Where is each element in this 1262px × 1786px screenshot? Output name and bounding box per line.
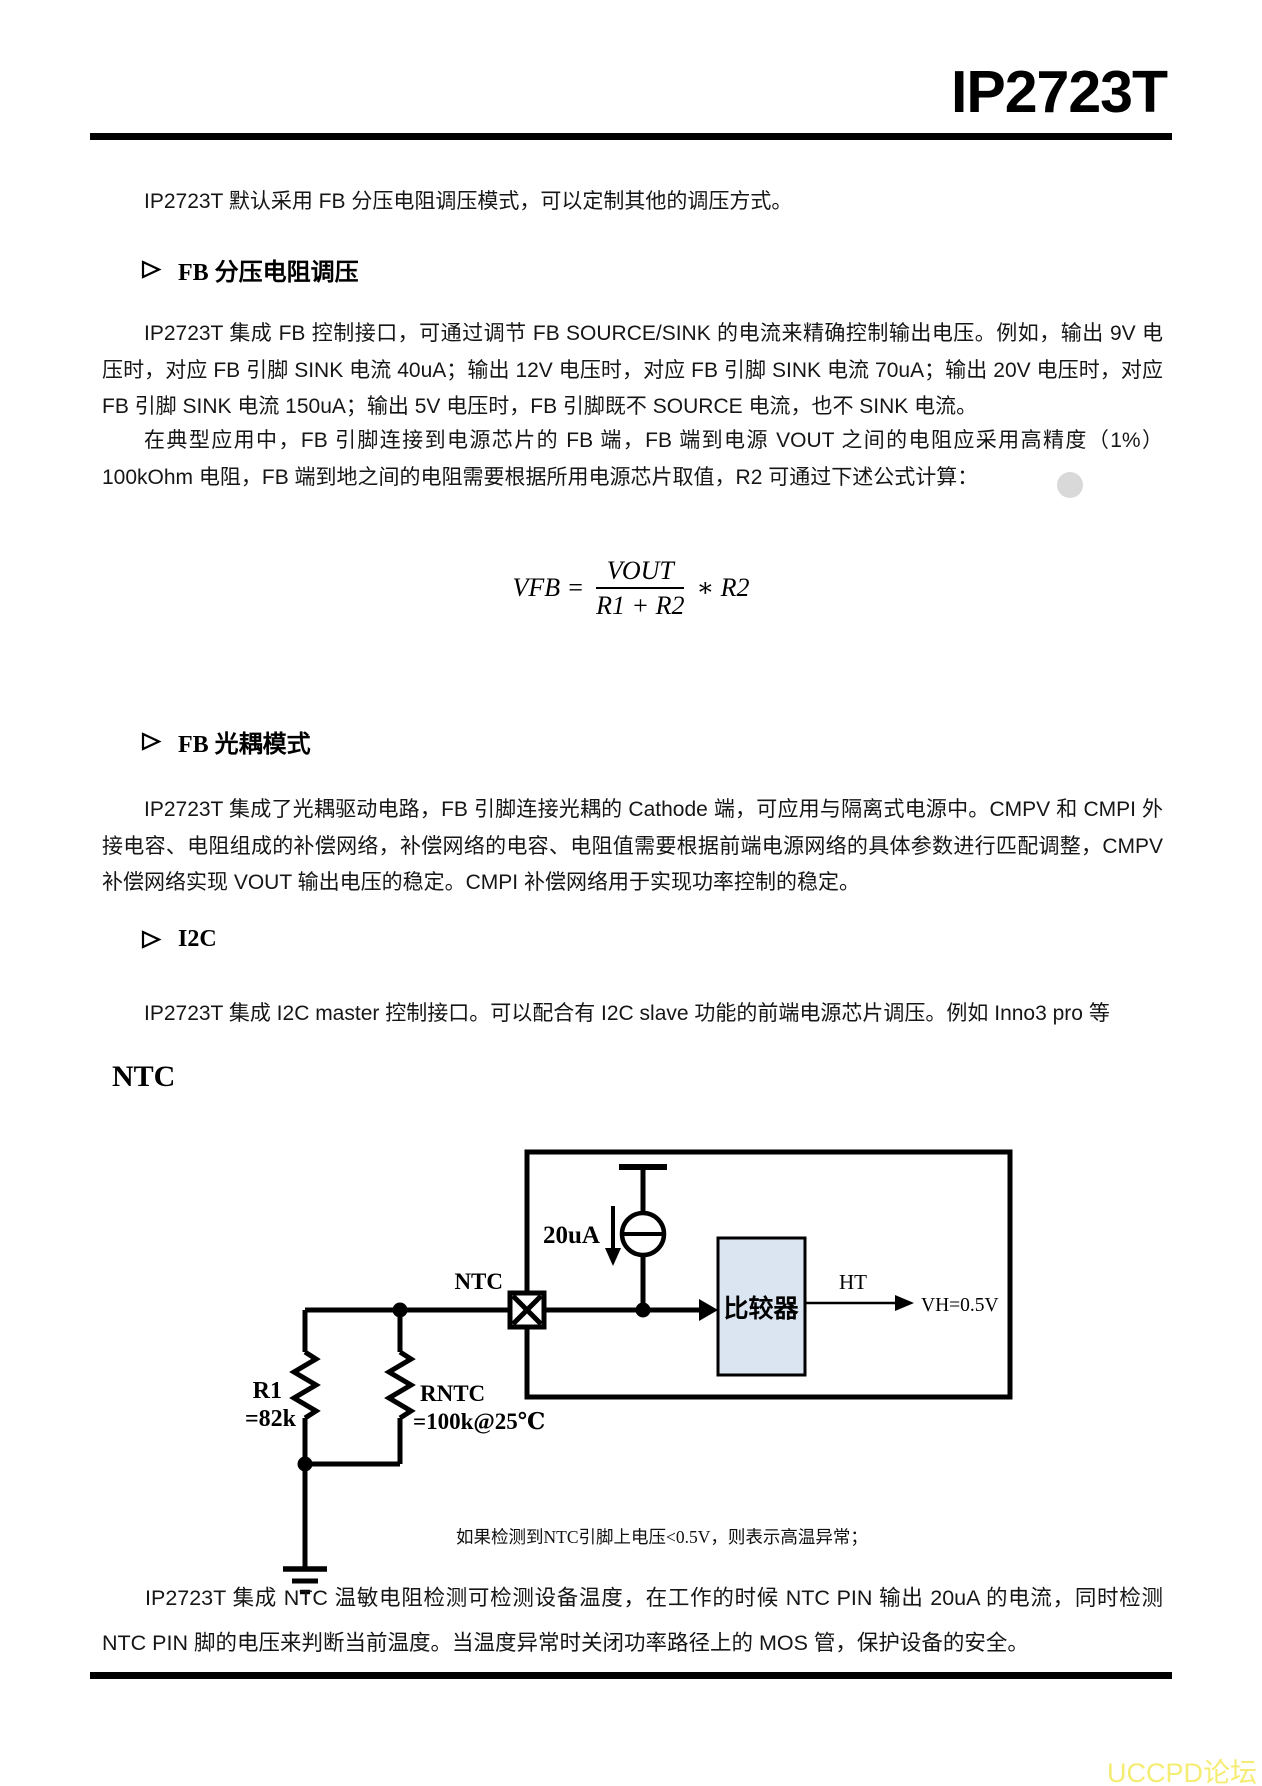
page-title: IP2723T <box>950 59 1168 125</box>
gray-dot-decoration <box>1057 472 1083 498</box>
chip-boundary <box>524 1149 1013 1400</box>
arrow-bullet-icon <box>141 260 162 279</box>
vfb-formula: VFB = VOUT R1 + R2 ∗ R2 <box>0 556 1262 620</box>
header-rule <box>90 133 1172 140</box>
section-heading-i2c: I2C <box>141 926 217 953</box>
fb-divider-paragraph-2: 在典型应用中，FB 引脚连接到电源芯片的 FB 端，FB 端到电源 VOUT 之… <box>102 429 1163 489</box>
arrow-bullet-icon <box>141 930 162 949</box>
section-heading-label: I2C <box>178 926 217 952</box>
fb-divider-paragraph-1: IP2723T 集成 FB 控制接口，可通过调节 FB SOURCE/SINK … <box>102 322 1163 419</box>
vh-threshold-label: VH=0.5V <box>921 1295 999 1316</box>
fb-optocoupler-paragraph: IP2723T 集成了光耦驱动电路，FB 引脚连接光耦的 Cathode 端，可… <box>102 798 1163 895</box>
intro-paragraph: IP2723T 默认采用 FB 分压电阻调压模式，可以定制其他的调压方式。 <box>144 190 793 213</box>
r1-value-label: =82k <box>245 1406 297 1432</box>
ht-label: HT <box>839 1270 867 1294</box>
section-heading-fb-divider: FB 分压电阻调压 <box>141 252 359 287</box>
formula-numerator: VOUT <box>606 556 674 585</box>
rntc-resistor-icon <box>384 1349 416 1421</box>
fraction-bar <box>596 587 685 590</box>
junction-dot <box>635 1302 651 1318</box>
rntc-value-label: =100k@25℃ <box>413 1409 545 1435</box>
formula-lhs: VFB = <box>512 573 585 603</box>
section-heading-fb-optocoupler: FB 光耦模式 <box>141 724 311 759</box>
watermark: UCCPD论坛 <box>1106 1758 1257 1786</box>
diagram-note: 如果检测到NTC引脚上电压<0.5V，则表示高温异常； <box>456 1527 868 1547</box>
arrow-bullet-icon <box>141 732 162 751</box>
comparator-input-arrow-icon <box>699 1299 718 1321</box>
ntc-pin-cross <box>511 1294 543 1326</box>
ntc-heading: NTC <box>112 1060 176 1093</box>
ntc-pin-label: NTC <box>454 1269 503 1294</box>
ntc-circuit-diagram: 20uA NTC R1 =82k RNTC =100k@25℃ 比较器 <box>245 1149 1013 1595</box>
formula-fraction: VOUT R1 + R2 <box>596 556 685 621</box>
formula-denominator: R1 + R2 <box>596 591 685 621</box>
output-arrow-icon <box>895 1295 914 1311</box>
section-heading-label: FB 光耦模式 <box>178 732 311 758</box>
current-direction-arrowhead <box>605 1248 621 1266</box>
section-heading-label: FB 分压电阻调压 <box>178 260 359 286</box>
ntc-paragraph: IP2723T 集成 NTC 温敏电阻检测可检测设备温度，在工作的时候 NTC … <box>102 1586 1163 1655</box>
footer-rule <box>90 1672 1172 1679</box>
current-source-label: 20uA <box>543 1222 600 1249</box>
r1-resistor-icon <box>289 1349 321 1421</box>
i2c-paragraph: IP2723T 集成 I2C master 控制接口。可以配合有 I2C sla… <box>144 1002 1110 1025</box>
formula-rhs: ∗ R2 <box>696 573 750 603</box>
comparator-box <box>716 1236 807 1377</box>
r1-label: R1 <box>253 1378 282 1404</box>
rntc-label: RNTC <box>420 1381 485 1406</box>
comparator-label: 比较器 <box>723 1294 799 1323</box>
